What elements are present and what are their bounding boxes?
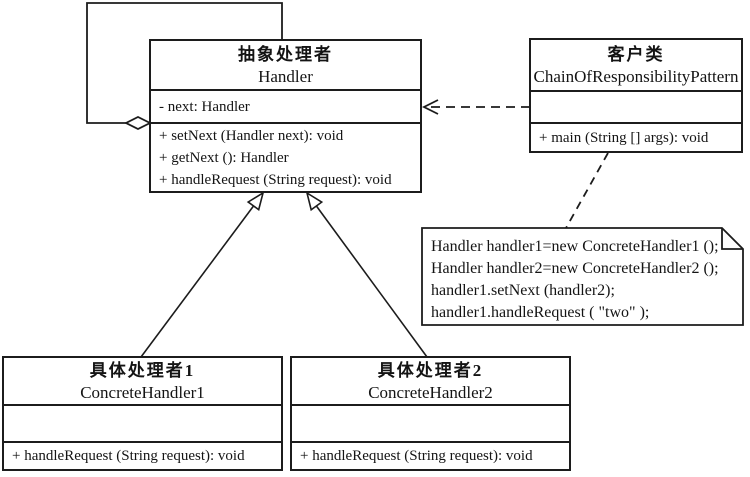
- class-title-section: 抽象处理者 Handler: [151, 41, 420, 89]
- note-code-line: Handler handler2=new ConcreteHandler2 ()…: [431, 260, 719, 277]
- class-attributes-section: - next: Handler: [151, 89, 420, 122]
- class-attributes-section: [531, 90, 741, 122]
- method-item: + main (String [] args): void: [539, 129, 709, 146]
- note-anchor-dashed-line: [565, 152, 609, 229]
- class-title-zh: 具体处理者2: [377, 360, 484, 380]
- class-methods-section: + setNext (Handler next): void + getNext…: [151, 122, 420, 191]
- hollow-triangle-arrowhead-icon: [246, 191, 265, 212]
- class-box-concretehandler2: 具体处理者2 ConcreteHandler2 + handleRequest …: [290, 356, 571, 471]
- class-title-en: Handler: [258, 66, 313, 86]
- aggregation-self-loop-line: [86, 2, 283, 124]
- class-box-concretehandler1: 具体处理者1 ConcreteHandler1 + handleRequest …: [2, 356, 283, 471]
- method-item: + getNext (): Handler: [159, 149, 289, 166]
- class-title-zh: 具体处理者1: [89, 360, 196, 380]
- generalization-line-concretehandler1: [140, 205, 255, 358]
- uml-note: Handler handler1=new ConcreteHandler1 ()…: [431, 236, 736, 324]
- note-code-line: handler1.setNext (handler2);: [431, 282, 615, 299]
- generalization-line-concretehandler2: [315, 205, 428, 358]
- class-title-en: ConcreteHandler1: [80, 382, 205, 402]
- class-attributes-section: [292, 404, 569, 441]
- note-code-line: handler1.handleRequest ( "two" );: [431, 304, 650, 321]
- class-title-section: 具体处理者1 ConcreteHandler1: [4, 358, 281, 404]
- note-fold-corner-icon: [721, 228, 743, 250]
- aggregation-diamond-icon: [123, 115, 153, 131]
- open-arrowhead-icon: [421, 99, 439, 115]
- class-box-handler: 抽象处理者 Handler - next: Handler + setNext …: [149, 39, 422, 193]
- class-title-zh: 抽象处理者: [238, 44, 333, 64]
- note-shape: [421, 227, 744, 326]
- class-attributes-section: [4, 404, 281, 441]
- method-item: + handleRequest (String request): void: [159, 171, 392, 188]
- class-title-en: ChainOfResponsibilityPattern: [533, 66, 739, 86]
- attribute-item: - next: Handler: [159, 98, 250, 115]
- method-item: + handleRequest (String request): void: [300, 448, 533, 464]
- class-methods-section: + handleRequest (String request): void: [4, 441, 281, 469]
- class-box-client: 客户类 ChainOfResponsibilityPattern + main …: [529, 38, 743, 153]
- method-item: + setNext (Handler next): void: [159, 127, 344, 144]
- class-title-zh: 客户类: [607, 44, 665, 64]
- class-title-en: ConcreteHandler2: [368, 382, 493, 402]
- method-item: + handleRequest (String request): void: [12, 448, 245, 464]
- class-title-section: 客户类 ChainOfResponsibilityPattern: [531, 40, 741, 90]
- note-code-line: Handler handler1=new ConcreteHandler1 ()…: [431, 238, 719, 255]
- hollow-triangle-arrowhead-icon: [305, 191, 324, 212]
- class-methods-section: + handleRequest (String request): void: [292, 441, 569, 469]
- class-title-section: 具体处理者2 ConcreteHandler2: [292, 358, 569, 404]
- class-methods-section: + main (String [] args): void: [531, 122, 741, 151]
